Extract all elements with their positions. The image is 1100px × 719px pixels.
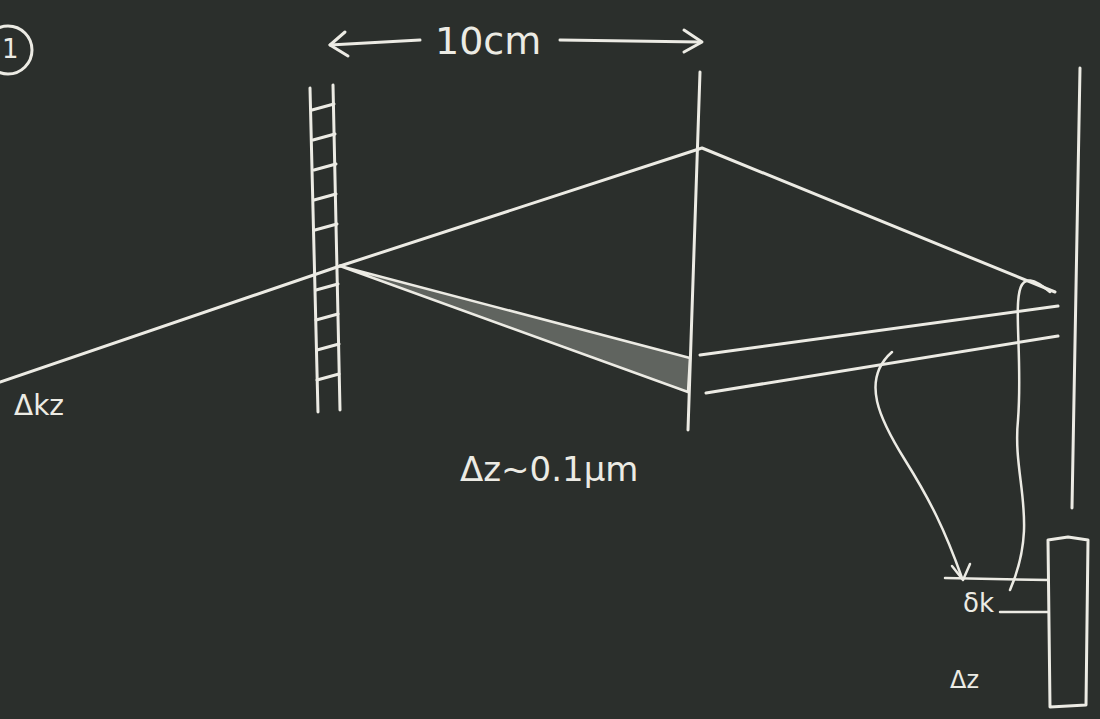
ray: [700, 306, 1058, 355]
arrowhead: [330, 32, 348, 56]
ray: [340, 148, 1055, 292]
annotation-label: Δz~0.1μm: [460, 452, 638, 486]
hatched-plate: [310, 85, 340, 412]
shaded-beam: [340, 266, 690, 392]
annotation-label: Δkz: [14, 392, 64, 420]
dimension-label: 10cm: [432, 22, 544, 60]
ray: [0, 266, 340, 382]
number-circle: [0, 26, 32, 74]
leader-line: [1010, 281, 1050, 590]
annotation-label: Δz: [950, 668, 979, 692]
detail-line: [945, 578, 1048, 580]
annotation-label: 1: [2, 36, 19, 62]
dimension-line: [560, 40, 700, 42]
dimension-line: [330, 40, 420, 45]
annotation-label: δk: [960, 590, 997, 616]
screen-plane: [1072, 68, 1080, 508]
detail-line: [1000, 611, 1048, 614]
magnified-plate: [1048, 537, 1088, 707]
arrowhead: [684, 30, 702, 52]
leader-line: [875, 352, 962, 578]
